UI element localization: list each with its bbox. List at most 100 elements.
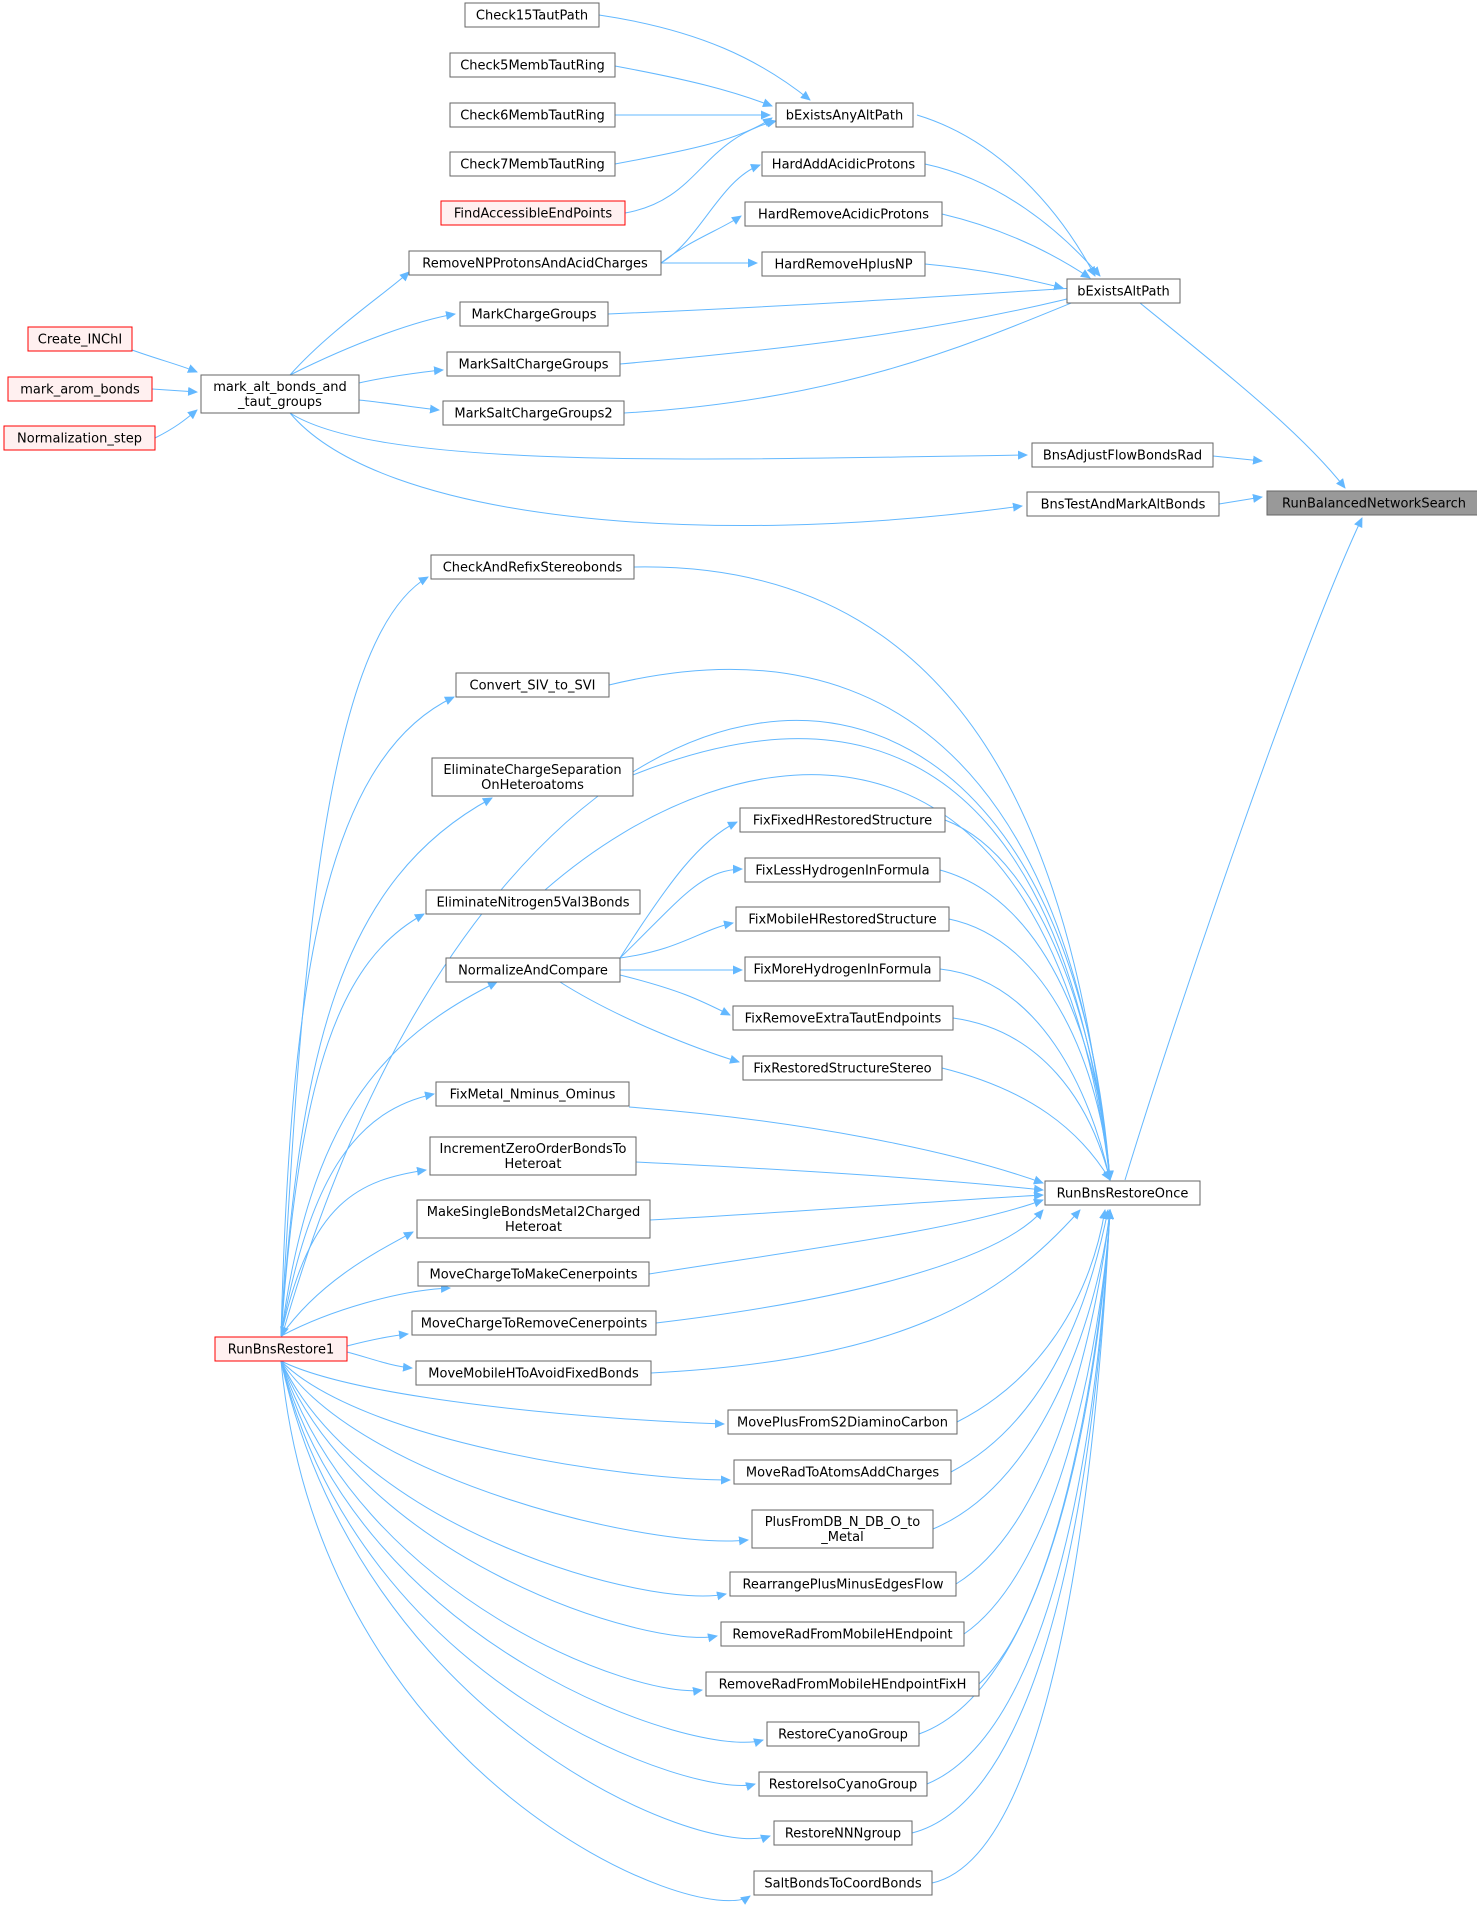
node-btma[interactable]: BnsTestAndMarkAltBonds <box>1026 491 1220 517</box>
node-box <box>1026 491 1220 517</box>
node-bafr[interactable]: BnsAdjustFlowBondsRad <box>1031 442 1214 468</box>
node-label: BnsAdjustFlowBondsRad <box>1043 449 1202 464</box>
node-hrhn[interactable]: HardRemoveHplusNP <box>761 251 926 277</box>
node-nstep[interactable]: Normalization_step <box>3 425 156 451</box>
call-edge <box>280 1360 731 1485</box>
node-label: Convert_SIV_to_SVI <box>470 679 596 694</box>
node-fmhr[interactable]: FixMobileHRestoredStructure <box>735 906 950 932</box>
node-c6[interactable]: Check6MembTautRing <box>449 102 616 128</box>
node-box <box>429 1136 637 1176</box>
node-mscg[interactable]: MarkSaltChargeGroups <box>446 351 621 377</box>
node-label: EliminateChargeSeparation <box>443 763 621 778</box>
node-box <box>1031 442 1214 468</box>
call-edge <box>1218 494 1263 505</box>
node-rbns[interactable]: RunBalancedNetworkSearch <box>1266 490 1477 516</box>
node-beap[interactable]: bExistsAltPath <box>1066 278 1181 304</box>
node-nac[interactable]: NormalizeAndCompare <box>445 957 621 983</box>
node-cinchi[interactable]: Create_INChI <box>27 326 133 352</box>
call-edge <box>346 1330 409 1347</box>
node-ffhr[interactable]: FixFixedHRestoredStructure <box>739 807 946 833</box>
node-label: bExistsAnyAltPath <box>786 109 903 124</box>
call-edge <box>950 1209 1111 1473</box>
node-box <box>761 251 926 277</box>
call-edge <box>280 1360 751 1905</box>
node-rnnn[interactable]: RestoreNNNgroup <box>773 1820 913 1846</box>
node-rrfm[interactable]: RemoveRadFromMobileHEndpoint <box>720 1621 965 1647</box>
node-label: CheckAndRefixStereobonds <box>443 561 623 576</box>
call-edge <box>280 1360 771 1844</box>
node-box <box>705 1671 980 1697</box>
call-edge <box>289 311 456 376</box>
node-box <box>1066 278 1181 304</box>
node-mcg[interactable]: MarkChargeGroups <box>459 301 609 327</box>
node-marom[interactable]: mark_arom_bonds <box>7 376 153 402</box>
node-rbro[interactable]: RunBnsRestoreOnce <box>1044 1180 1201 1206</box>
node-haap[interactable]: HardAddAcidicProtons <box>761 151 926 177</box>
node-flhf[interactable]: FixLessHydrogenInFormula <box>744 857 941 883</box>
node-beaa[interactable]: bExistsAnyAltPath <box>775 102 914 128</box>
node-label: _Metal <box>820 1530 863 1545</box>
node-label: MarkSaltChargeGroups2 <box>454 407 612 422</box>
node-pfdb[interactable]: PlusFromDB_N_DB_O_to_Metal <box>751 1509 934 1549</box>
node-box <box>744 201 943 227</box>
call-edge <box>932 1209 1114 1530</box>
node-rcg[interactable]: RestoreCyanoGroup <box>766 1721 920 1747</box>
node-sbcb[interactable]: SaltBondsToCoordBonds <box>753 1870 933 1896</box>
node-label: Check6MembTautRing <box>460 109 605 124</box>
node-msc2[interactable]: MarkSaltChargeGroups2 <box>442 400 625 426</box>
node-label: Create_INChI <box>38 333 122 348</box>
node-label: Check7MembTautRing <box>460 158 605 173</box>
node-frete[interactable]: FixRemoveExtraTautEndpoints <box>732 1005 954 1031</box>
call-edge <box>944 819 1114 1181</box>
call-edge <box>955 1209 1114 1585</box>
node-frss[interactable]: FixRestoredStructureStereo <box>742 1055 943 1081</box>
node-box <box>411 1310 657 1336</box>
node-mctr[interactable]: MoveChargeToRemoveCenerpoints <box>411 1310 657 1336</box>
node-label: FindAccessibleEndPoints <box>454 207 613 222</box>
node-label: MoveRadToAtomsAddCharges <box>746 1466 939 1481</box>
call-edge <box>926 1209 1114 1785</box>
node-faep[interactable]: FindAccessibleEndPoints <box>440 200 626 226</box>
node-rnpa[interactable]: RemoveNPProtonsAndAcidCharges <box>408 250 662 276</box>
node-c5[interactable]: Check5MembTautRing <box>449 52 616 78</box>
node-carsb[interactable]: CheckAndRefixStereobonds <box>430 554 635 580</box>
node-box <box>773 1820 913 1846</box>
node-box <box>449 52 616 78</box>
node-c7[interactable]: Check7MembTautRing <box>449 151 616 177</box>
node-label: NormalizeAndCompare <box>458 964 608 979</box>
call-edge <box>931 1209 1114 1884</box>
call-edge <box>544 774 1114 1181</box>
node-mmhf[interactable]: MoveMobileHToAvoidFixedBonds <box>415 1360 652 1386</box>
node-rpme[interactable]: RearrangePlusMinusEdgesFlow <box>729 1571 957 1597</box>
node-label: Heteroat <box>505 1157 562 1172</box>
call-edge <box>280 1360 725 1429</box>
call-edge <box>614 65 773 108</box>
call-edge <box>655 1209 1044 1324</box>
call-edge <box>280 719 1111 1337</box>
node-en5v[interactable]: EliminateNitrogen5Val3Bonds <box>425 889 641 915</box>
call-edge <box>660 215 742 264</box>
node-mabt[interactable]: mark_alt_bonds_and_taut_groups <box>200 374 360 414</box>
node-c15[interactable]: Check15TautPath <box>464 2 600 28</box>
node-rbr1[interactable]: RunBnsRestore1 <box>214 1336 348 1362</box>
node-mpfs[interactable]: MovePlusFromS2DiaminoCarbon <box>727 1409 958 1435</box>
node-box <box>729 1571 957 1597</box>
node-mrta[interactable]: MoveRadToAtomsAddCharges <box>733 1459 952 1485</box>
node-label: FixLessHydrogenInFormula <box>755 864 929 879</box>
node-fmhf[interactable]: FixMoreHydrogenInFormula <box>744 956 941 982</box>
node-mctm[interactable]: MoveChargeToMakeCenerpoints <box>417 1261 650 1287</box>
node-box <box>417 1261 650 1287</box>
node-box <box>430 554 635 580</box>
node-hrap[interactable]: HardRemoveAcidicProtons <box>744 201 943 227</box>
node-ricg[interactable]: RestoreIsoCyanoGroup <box>758 1771 928 1797</box>
node-rrfh[interactable]: RemoveRadFromMobileHEndpointFixH <box>705 1671 980 1697</box>
node-csiv[interactable]: Convert_SIV_to_SVI <box>455 672 610 698</box>
node-fmno[interactable]: FixMetal_Nminus_Ominus <box>435 1081 630 1107</box>
node-label: FixMobileHRestoredStructure <box>748 913 936 928</box>
call-edge <box>648 1198 1044 1275</box>
node-label: HardAddAcidicProtons <box>772 158 916 173</box>
